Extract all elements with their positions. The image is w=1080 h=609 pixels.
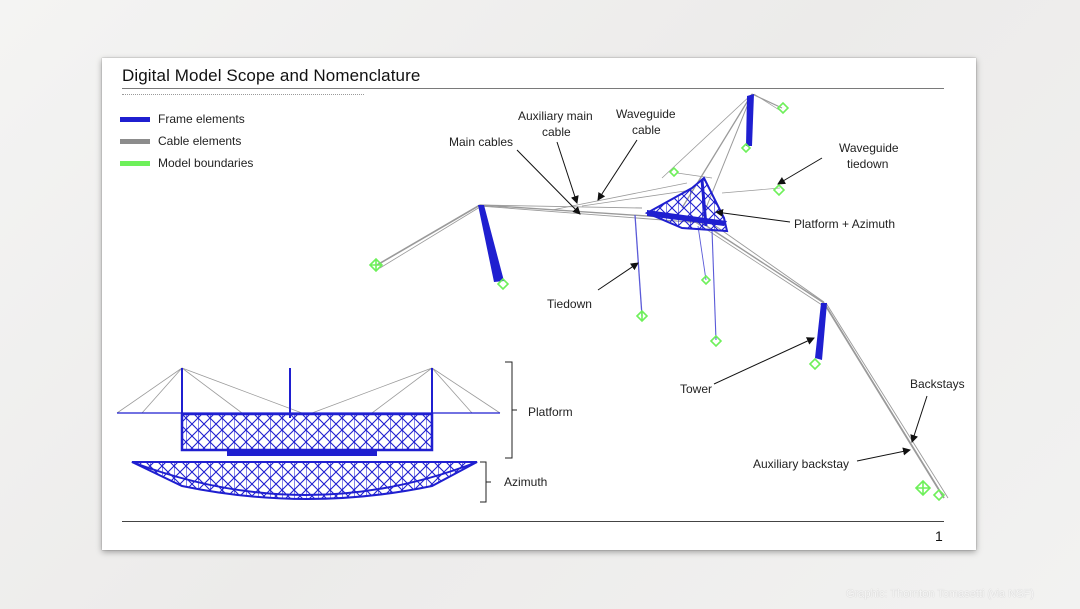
backstays-arrow: [910, 395, 928, 443]
legend-item-boundary: Model boundaries: [120, 152, 253, 174]
boundary-tiedown-right: [709, 334, 723, 348]
legend: Frame elements Cable elements Model boun…: [120, 108, 253, 174]
boundary-waveguide-tiedown: [772, 183, 786, 197]
platform-azimuth-label: Platform + Azimuth: [794, 217, 895, 231]
tiedown-arrow: [597, 262, 639, 291]
main-cables-label: Main cables: [449, 135, 513, 149]
main-cable-left-2: [479, 204, 643, 209]
platform-cable: [181, 367, 243, 414]
platform-cable: [431, 367, 501, 414]
left-tower: [478, 205, 504, 282]
structure-diagram: Platform Azimuth Main cables Auxiliary m…: [116, 93, 965, 503]
cable-swatch: [120, 138, 150, 144]
auxiliary-backstay-label: Auxiliary backstay: [753, 457, 849, 471]
platform-cable: [371, 367, 433, 414]
slide: Digital Model Scope and Nomenclature Fra…: [102, 58, 976, 550]
waveguide-tiedown-line-2: [676, 172, 713, 179]
boundary-waveguide-left: [668, 166, 680, 178]
main-cables-arrow: [516, 149, 581, 215]
azimuth-bracket: [480, 461, 487, 503]
right-backstay: [823, 302, 945, 499]
auxiliary-main-cable-arrow: [556, 141, 579, 204]
azimuth-truss: [131, 461, 478, 500]
auxiliary-main-cable-label-line2: cable: [542, 125, 571, 139]
top-tower: [746, 94, 754, 146]
frame-swatch: [120, 116, 150, 122]
frame-elements: [478, 94, 827, 360]
slide-title: Digital Model Scope and Nomenclature: [122, 66, 421, 85]
model-boundaries: [368, 101, 946, 502]
platform-cable: [141, 367, 183, 414]
tiedown-label: Tiedown: [547, 297, 592, 311]
boundary-tiedown-mid: [700, 274, 712, 286]
azimuth-label: Azimuth: [504, 475, 547, 489]
legend-item-frame: Frame elements: [120, 108, 253, 130]
boundary-top-tower: [740, 142, 752, 154]
boundary-top-backstay: [776, 101, 790, 115]
waveguide-cable-label-line1: Waveguide: [616, 107, 676, 121]
platform-cable: [181, 367, 303, 414]
platform-label: Platform: [528, 405, 573, 419]
main-cable-right: [701, 222, 825, 304]
platform-cables: [116, 367, 501, 418]
top-tower-cable-3: [661, 93, 753, 179]
callout-labels: Main cables Auxiliary main cable Wavegui…: [449, 107, 965, 471]
legend-item-cable: Cable elements: [120, 130, 253, 152]
platform-cable: [116, 367, 183, 414]
legend-label: Frame elements: [158, 112, 245, 126]
left-backstay-aux: [379, 206, 481, 269]
azimuth-arc: [131, 461, 478, 496]
bottom-rule: [122, 521, 944, 522]
right-tower: [815, 303, 827, 360]
waveguide-cable-label-line2: cable: [632, 123, 661, 137]
tower-arrow: [713, 337, 815, 385]
waveguide-tiedown-label-line2: tiedown: [847, 157, 888, 171]
auxiliary-main-cable: [551, 182, 688, 211]
callout-arrows: [516, 139, 928, 462]
platform-cable: [431, 367, 473, 414]
tiedown-mid: [697, 225, 707, 281]
boundary-left-anchor: [368, 257, 384, 273]
image-credit: Graphic: Thornton Tomasetti (via NSF): [846, 588, 1034, 600]
platform-azimuth-arrow: [715, 208, 791, 223]
waveguide-tiedown-label-line1: Waveguide: [839, 141, 899, 155]
title-rule: [122, 88, 944, 89]
auxiliary-backstay-arrow: [856, 447, 911, 462]
main-cable-right-2: [706, 219, 825, 303]
boundary-right-anchor-2: [932, 488, 946, 502]
top-tower-backstay: [751, 93, 783, 109]
platform-truss: [180, 412, 434, 452]
boundary-right-anchor: [914, 479, 932, 497]
platform-mast: [700, 179, 708, 227]
platform-elevation: Platform Azimuth: [116, 361, 573, 503]
right-backstay-aux: [825, 302, 949, 499]
waveguide-tiedown-line: [721, 187, 781, 194]
tower-label: Tower: [680, 382, 712, 396]
platform-azimuth-connection: [227, 450, 377, 456]
boundary-tiedown-left: [635, 309, 649, 323]
backstays-label: Backstays: [910, 377, 965, 391]
boundary-swatch: [120, 160, 150, 166]
waveguide-cable-arrow: [597, 139, 638, 201]
waveguide-cable-line: [581, 189, 693, 207]
tiedown-right: [711, 229, 717, 341]
tiedown-left: [634, 214, 643, 317]
legend-label: Cable elements: [158, 134, 242, 148]
waveguide-tiedown-arrow: [777, 157, 823, 185]
auxiliary-main-cable-label-line1: Auxiliary main: [518, 109, 593, 123]
main-cable-right-3: [691, 219, 823, 306]
platform-cable: [311, 367, 433, 414]
page-number: 1: [935, 528, 943, 544]
boundary-left-tower: [496, 277, 510, 291]
platform-bracket: [505, 361, 513, 459]
left-backstay: [376, 204, 481, 266]
title-dotted-rule: [122, 94, 364, 95]
boundary-right-tower: [808, 357, 822, 371]
legend-label: Model boundaries: [158, 156, 254, 170]
